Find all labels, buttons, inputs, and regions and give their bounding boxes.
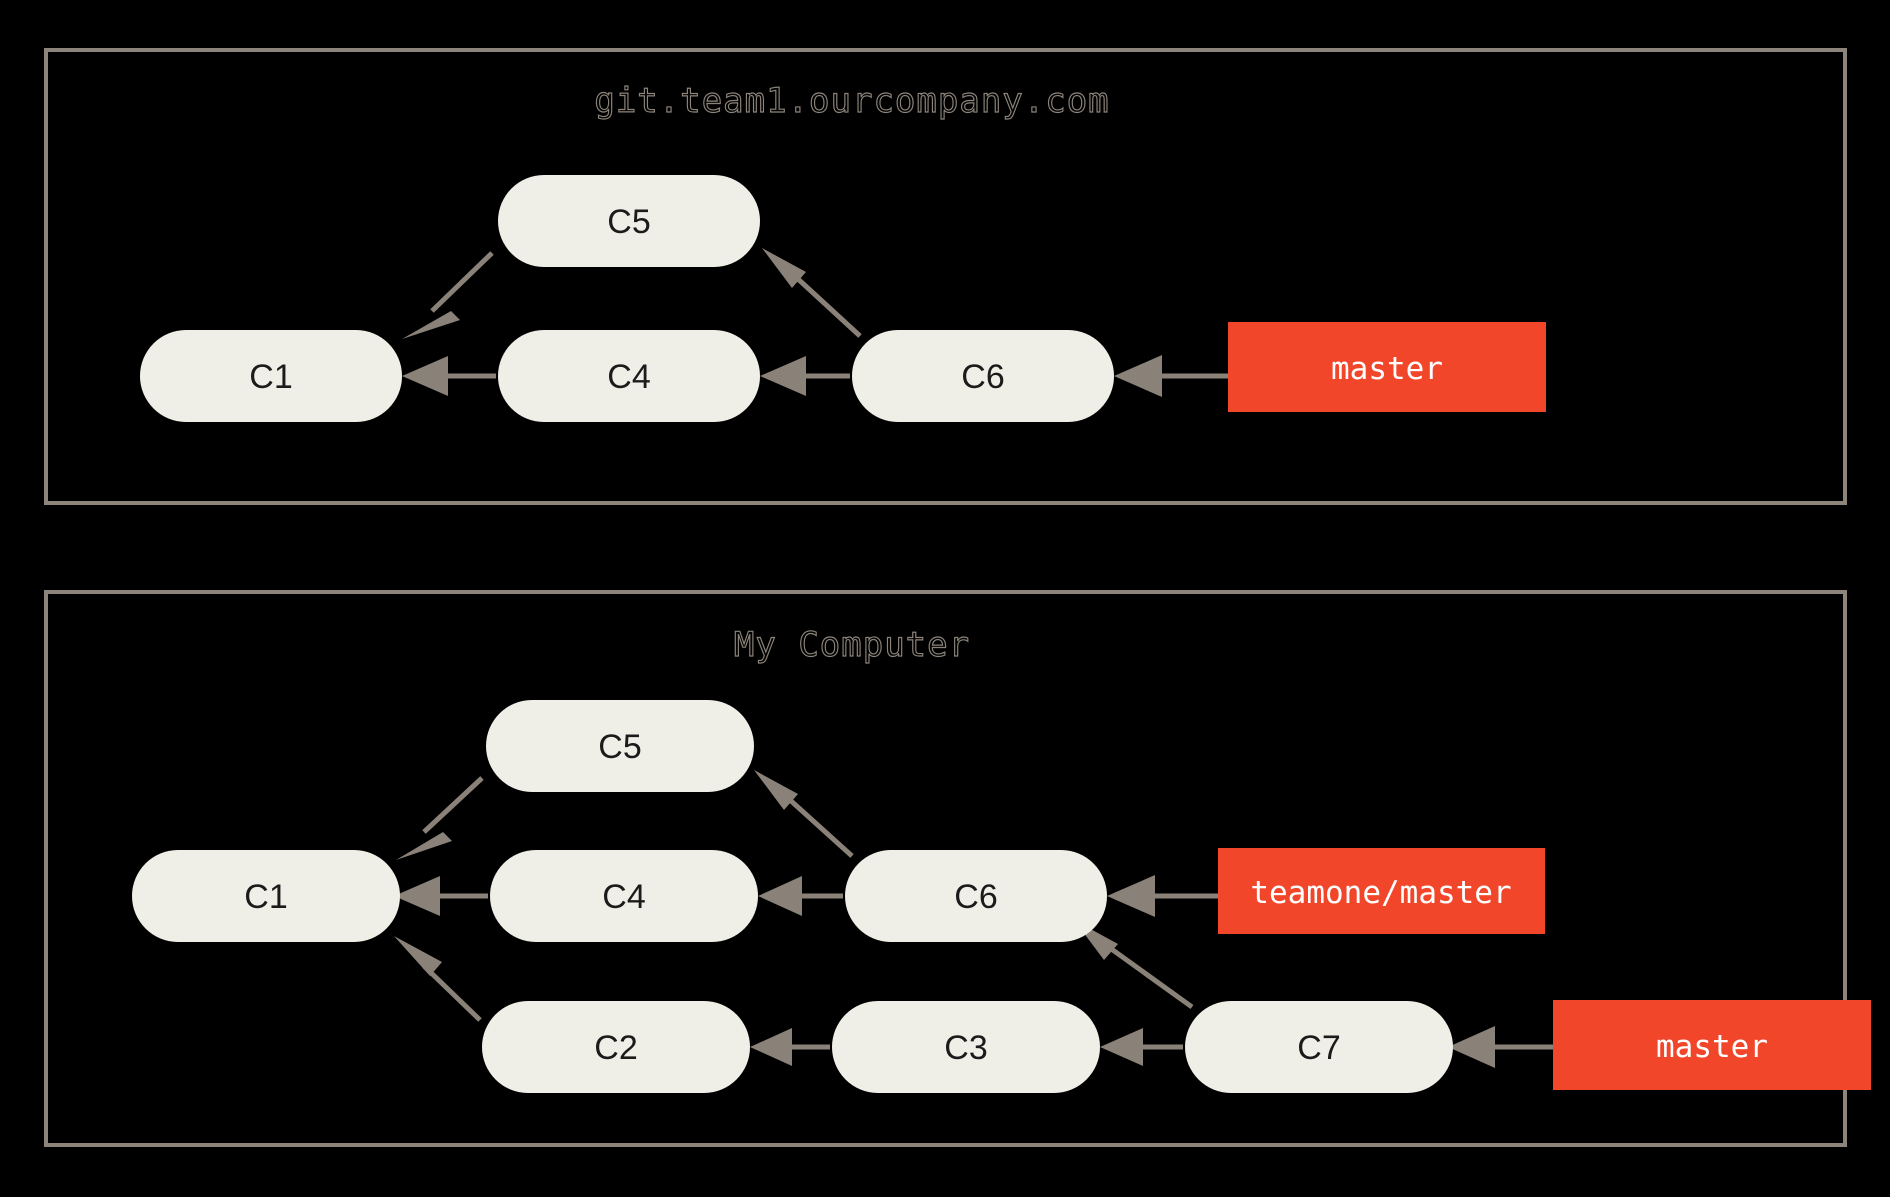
ref-label-text: master bbox=[1331, 351, 1443, 387]
edge-master-to-c7 bbox=[1448, 1026, 1553, 1068]
commit-label: C1 bbox=[244, 878, 287, 916]
edge-c4-to-c1 bbox=[402, 356, 496, 396]
commit-label: C6 bbox=[954, 878, 997, 916]
commit-label: C1 bbox=[249, 358, 292, 396]
commit-label: C4 bbox=[602, 878, 645, 916]
commit-node-c7[interactable]: C7 bbox=[1185, 1001, 1453, 1093]
local-panel: My Computer bbox=[44, 590, 1871, 1147]
commit-node-c4[interactable]: C4 bbox=[498, 330, 760, 422]
edge-c5-to-c1 bbox=[396, 776, 484, 860]
edge-c3-to-c2 bbox=[750, 1028, 830, 1066]
remote-panel: git.team1.ourcompany.com bbox=[44, 48, 1847, 505]
ref-label-text: master bbox=[1656, 1029, 1768, 1065]
commit-label: C6 bbox=[961, 358, 1004, 396]
commit-label: C5 bbox=[607, 203, 650, 241]
edge-c7-to-c6 bbox=[1074, 920, 1194, 1010]
commit-label: C7 bbox=[1297, 1029, 1340, 1067]
commit-node-c6[interactable]: C6 bbox=[852, 330, 1114, 422]
remote-panel-border bbox=[44, 48, 1847, 505]
commit-node-c5[interactable]: C5 bbox=[486, 700, 754, 792]
ref-label-master[interactable]: master bbox=[1553, 1000, 1871, 1090]
local-panel-title: My Computer bbox=[734, 625, 970, 665]
ref-label-text: teamone/master bbox=[1250, 875, 1511, 911]
remote-panel-title: git.team1.ourcompany.com bbox=[594, 81, 1109, 121]
remote-edges bbox=[402, 248, 1228, 397]
commit-label: C3 bbox=[944, 1029, 987, 1067]
edge-teamone-to-c6 bbox=[1107, 875, 1218, 917]
commit-node-c1[interactable]: C1 bbox=[132, 850, 400, 942]
commit-node-c5[interactable]: C5 bbox=[498, 175, 760, 267]
ref-label-master[interactable]: master bbox=[1228, 322, 1546, 412]
commit-node-c2[interactable]: C2 bbox=[482, 1001, 750, 1093]
commit-label: C2 bbox=[594, 1029, 637, 1067]
edge-c6-to-c5 bbox=[754, 770, 854, 858]
local-panel-border bbox=[44, 590, 1847, 1147]
commit-node-c1[interactable]: C1 bbox=[140, 330, 402, 422]
edge-c5-to-c1 bbox=[402, 251, 494, 339]
commit-label: C5 bbox=[598, 728, 641, 766]
edge-c6-to-c4 bbox=[758, 876, 843, 916]
commit-node-c4[interactable]: C4 bbox=[490, 850, 758, 942]
commit-node-c3[interactable]: C3 bbox=[832, 1001, 1100, 1093]
edge-c7-to-c3 bbox=[1100, 1028, 1183, 1066]
edge-c6-to-c4 bbox=[760, 356, 850, 396]
edge-master-to-c6 bbox=[1114, 355, 1228, 397]
edge-c4-to-c1 bbox=[394, 876, 488, 916]
commit-label: C4 bbox=[607, 358, 650, 396]
edge-c6-to-c5 bbox=[762, 248, 862, 338]
edge-c2-to-c1 bbox=[394, 936, 482, 1022]
ref-label-teamone-master[interactable]: teamone/master bbox=[1218, 848, 1545, 934]
commit-node-c6[interactable]: C6 bbox=[845, 850, 1107, 942]
